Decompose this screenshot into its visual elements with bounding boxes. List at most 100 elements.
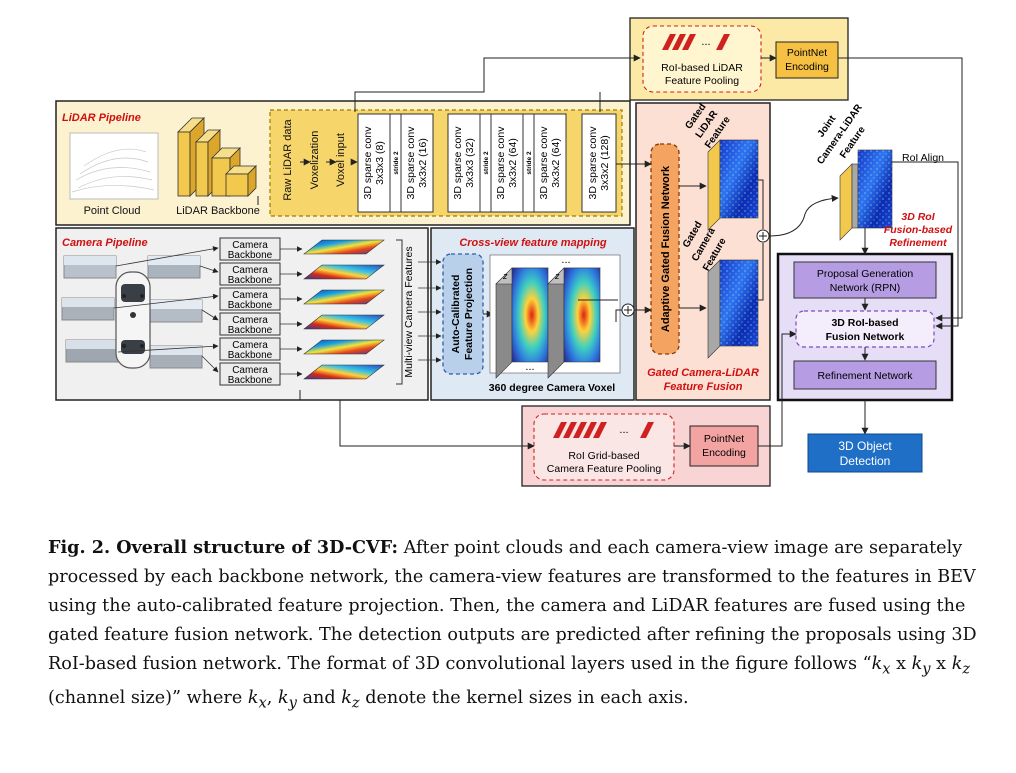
caption-ky-b: k — [277, 687, 289, 708]
camera-feature-maps — [280, 239, 385, 380]
camera-voxel-label: 360 degree Camera Voxel — [489, 382, 616, 394]
caption-x1: x — [890, 654, 912, 674]
roi-camera-dots: ... — [619, 424, 628, 436]
roi-camera-l1: RoI Grid-based — [568, 450, 639, 462]
conv6-name: 3D sparse conv — [587, 126, 599, 200]
lidar-pipeline: LiDAR Pipeline Point Cloud LiDAR Backbon… — [55, 100, 631, 226]
conv1-spec: 3x3x3 (8) — [374, 141, 386, 185]
gated-fusion-title-l2: Feature Fusion — [664, 381, 743, 393]
slab-dots-top: ... — [561, 254, 570, 266]
caption-kz-b: k — [341, 687, 352, 708]
roi-lidar-l2: Feature Pooling — [665, 75, 739, 87]
stride-label-3: stride 2 — [526, 151, 533, 175]
caption-kx: k — [871, 654, 883, 674]
camera-backbone-1-l1: Camera — [232, 240, 268, 251]
conv6-spec: 3x3x2 (128) — [599, 135, 611, 190]
camera-backbone-6-l1: Camera — [232, 365, 268, 376]
roi-lidar-pointnet-l2: Encoding — [785, 61, 829, 73]
crossview-mapping: Cross-view feature mapping Auto-Calibrat… — [418, 227, 635, 401]
caption-and: and — [296, 687, 342, 708]
auto-calibrated-projection — [442, 253, 484, 375]
output-l1: 3D Object — [838, 439, 892, 453]
conv4-spec: 3x3x2 (64) — [507, 138, 519, 188]
caption-ky: k — [911, 654, 923, 674]
caption-comma: , — [266, 687, 278, 708]
caption-body-2: (channel size)” where — [48, 687, 248, 708]
z1-label-a: z — [502, 271, 508, 281]
caption-ky-sub: y — [922, 660, 931, 678]
caption-kz: k — [951, 654, 963, 674]
camera-backbone-2-l1: Camera — [232, 265, 268, 276]
roi-camera-slices — [553, 422, 654, 438]
camera-voxel-slabs: z z ... ... — [489, 254, 621, 379]
voxelization-label: Voxelization — [309, 131, 321, 190]
lidar-backbone-label: LiDAR Backbone — [176, 205, 260, 217]
caption-kx-b-sub: x — [258, 694, 267, 712]
voxel-conv-stack — [269, 109, 623, 217]
conv3-spec: 3x3x3 (32) — [464, 138, 476, 188]
fusion-net-l1: 3D RoI-based — [831, 317, 898, 329]
stride-label-2: stride 2 — [483, 151, 490, 175]
roi-camera-pooling: ... RoI Grid-based Camera Feature Poolin… — [521, 405, 771, 487]
camera-pipeline: Camera Pipeline — [55, 227, 429, 401]
caption-body-3: denote the kernel sizes in each axis. — [359, 687, 689, 708]
roi-camera-pointnet-l1: PointNet — [704, 433, 744, 445]
lidar-backbone-blocks — [177, 117, 257, 197]
ego-car-icon — [115, 271, 151, 369]
refine-net-label: Refinement Network — [817, 370, 913, 382]
output-l2: Detection — [840, 454, 891, 468]
caption-kz-sub: z — [962, 660, 971, 678]
caption-x2: x — [930, 654, 952, 674]
roi-lidar-l1: RoI-based LiDAR — [661, 62, 743, 74]
camera-backbone-3-l2: Backbone — [228, 300, 273, 311]
connectors — [257, 54, 963, 450]
gated-camera-feature — [707, 259, 759, 359]
refine-l2: Fusion-based — [884, 224, 953, 236]
caption-body: After point clouds and each camera-view … — [48, 538, 977, 674]
raw-lidar-label: Raw LiDAR data — [282, 118, 294, 200]
conv2-spec: 3x3x2 (16) — [417, 138, 429, 188]
caption-lead: Fig. 2. Overall structure of 3D-CVF: — [48, 537, 399, 558]
refine-l1: 3D RoI — [901, 211, 935, 223]
camera-backbone-1-l2: Backbone — [228, 250, 273, 261]
crossview-title: Cross-view feature mapping — [459, 237, 607, 249]
auto-calib-l1: Auto-Calibrated — [450, 275, 462, 354]
roi-lidar-slices — [662, 34, 730, 50]
camera-backbone-4-l1: Camera — [232, 315, 268, 326]
fusion-net-l2: Fusion Network — [826, 331, 905, 343]
camera-backbone-2-l2: Backbone — [228, 275, 273, 286]
caption-kx-sub: x — [882, 660, 891, 678]
gated-fusion-title-l1: Gated Camera-LiDAR — [647, 367, 759, 379]
joint-feature — [839, 149, 893, 241]
sparse-conv-blocks: 3D sparse conv 3x3x3 (8) stride 2 3D spa… — [357, 113, 617, 213]
auto-calib-l2: Feature Projection — [463, 268, 475, 360]
roi-camera-pointnet-l2: Encoding — [702, 447, 746, 459]
caption-kx-b: k — [247, 687, 259, 708]
roi-camera-l2: Camera Feature Pooling — [547, 463, 662, 475]
conv1-name: 3D sparse conv — [362, 126, 374, 200]
camera-backbone-4-l2: Backbone — [228, 325, 273, 336]
refinement-block: Proposal Generation Network (RPN) 3D RoI… — [776, 252, 954, 402]
camera-backbone-6-l2: Backbone — [228, 375, 273, 386]
lidar-pipeline-title: LiDAR Pipeline — [62, 112, 141, 124]
point-cloud-label: Point Cloud — [84, 205, 141, 217]
adaptive-gated-fusion-network — [650, 143, 680, 355]
conv5-spec: 3x3x2 (64) — [550, 138, 562, 188]
rpn-l2: Network (RPN) — [830, 282, 901, 294]
conv2-name: 3D sparse conv — [405, 126, 417, 200]
z1-label-b: z — [554, 271, 560, 281]
roi-lidar-pointnet-l1: PointNet — [787, 47, 827, 59]
slab-dots-bottom: ... — [525, 361, 534, 373]
camera-backbone-3-l1: Camera — [232, 290, 268, 301]
voxel-input-label: Voxel input — [335, 133, 347, 187]
roi-align-label: RoI Align — [902, 152, 944, 164]
multiview-features-label: Multi-view Camera Features — [403, 246, 415, 377]
rpn-l1: Proposal Generation — [817, 268, 913, 280]
adaptive-fusion-label: Adaptive Gated Fusion Network — [660, 165, 672, 332]
roi-lidar-dots: ... — [701, 36, 710, 48]
gated-fusion: Adaptive Gated Fusion Network Gated LiDA… — [635, 102, 771, 401]
roi-lidar-pooling: ... RoI-based LiDAR Feature Pooling Poin… — [629, 17, 849, 101]
3d-object-detection-output — [807, 433, 923, 473]
stride-label-1: stride 2 — [393, 151, 400, 175]
